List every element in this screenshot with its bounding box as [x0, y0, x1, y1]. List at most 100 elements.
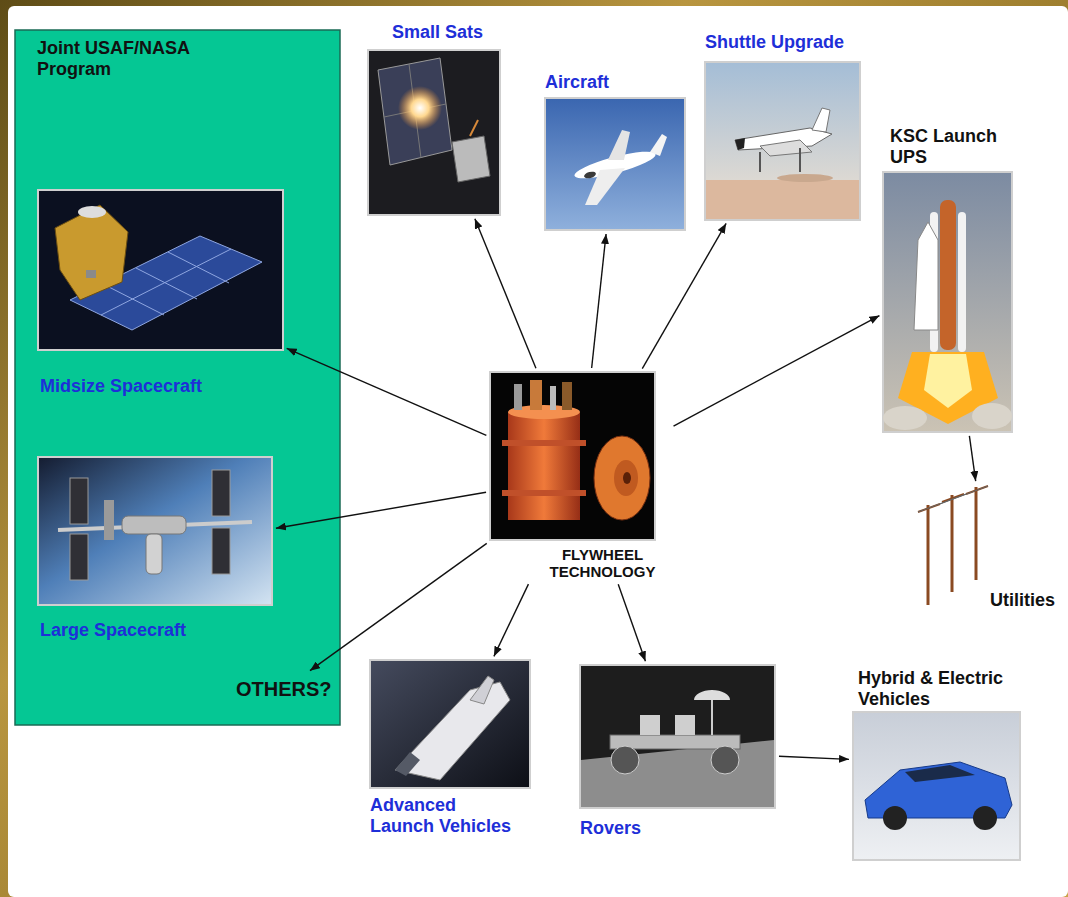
midsize-spacecraft-image [168, 252, 229, 283]
application-node: Shuttle Upgrade [705, 32, 860, 220]
application-node: Aircraft [545, 72, 685, 230]
connector-arrow [969, 436, 975, 481]
rover-image [580, 665, 775, 808]
flywheel-image [623, 472, 631, 484]
launch-vehicle-image [395, 682, 510, 780]
application-node: Small Sats [368, 22, 500, 215]
launch-image [940, 200, 956, 350]
rover-image [675, 715, 695, 735]
connector-arrow [674, 316, 880, 427]
application-node: Large Spacecraft [38, 457, 272, 641]
midsize-spacecraft-image [86, 270, 96, 278]
utility-poles [951, 495, 954, 592]
node-label: Utilities [990, 590, 1055, 611]
large-spacecraft-image [104, 500, 114, 540]
shuttle-image [735, 138, 745, 150]
large-spacecraft-image [212, 470, 230, 516]
application-node: Advanced Launch Vehicles [370, 660, 530, 836]
connector-arrow [494, 584, 529, 656]
midsize-spacecraft-image [136, 268, 197, 299]
node-label: Small Sats [392, 22, 483, 43]
node-label: Large Spacecraft [40, 620, 186, 641]
midsize-spacecraft-image [38, 190, 283, 350]
midsize-spacecraft-image [55, 205, 128, 300]
shuttle-image [760, 140, 812, 156]
flywheel-image [502, 440, 586, 446]
rover-image [640, 715, 660, 735]
aircraft-image [545, 98, 685, 230]
utility-poles [942, 494, 964, 502]
node-label: Rovers [580, 818, 641, 839]
connector-arrow [779, 756, 849, 759]
program-panel: Midsize SpacecraftLarge SpacecraftOTHERS… [15, 30, 340, 725]
small-satellite-image [470, 120, 478, 136]
node-label: Hybrid & Electric Vehicles [858, 668, 1058, 709]
program-panel-fill [15, 30, 340, 725]
launch-vehicle-image [470, 676, 494, 704]
small-satellite-image [378, 58, 452, 165]
flywheel-image [490, 372, 655, 540]
application-node: Rovers [580, 665, 775, 839]
large-spacecraft-image [38, 457, 272, 605]
shuttle-image [777, 174, 833, 182]
small-satellite-image [368, 50, 500, 215]
large-spacecraft-image [146, 534, 162, 574]
car-image [853, 712, 1020, 860]
shuttle-image [705, 62, 860, 220]
small-satellite-image [368, 50, 500, 215]
shuttle-image [759, 152, 761, 172]
aircraft-image [583, 171, 596, 180]
launch-vehicle-image [395, 752, 420, 776]
large-spacecraft-image [70, 478, 88, 524]
page-ground [8, 6, 1068, 897]
rover-image [611, 746, 639, 774]
launch-vehicle-image [370, 660, 530, 788]
car-image [973, 806, 997, 830]
shuttle-image [706, 180, 859, 219]
launch-image [914, 222, 938, 330]
launch-image [883, 172, 1012, 432]
rover-image [580, 665, 775, 808]
midsize-spacecraft-image [78, 206, 106, 218]
shuttle-image [705, 62, 860, 220]
node-label: OTHERS? [236, 678, 332, 701]
flywheel-image [594, 436, 650, 520]
flywheel-image [502, 490, 586, 496]
car-image [883, 806, 907, 830]
hub-label: FLYWHEEL TECHNOLOGY [535, 546, 670, 581]
utility-poles [975, 487, 978, 580]
shuttle-image [812, 108, 830, 132]
aircraft-image [608, 130, 630, 160]
launch-image [958, 212, 966, 352]
rover-image [711, 746, 739, 774]
application-node: Midsize Spacecraft [38, 190, 283, 397]
utility-poles [918, 486, 988, 605]
midsize-spacecraft-image [103, 284, 164, 315]
launch-image [972, 403, 1012, 429]
connector-arrow [287, 348, 487, 435]
flywheel-image [508, 412, 580, 520]
connector-arrow [592, 234, 606, 368]
rover-image [581, 740, 774, 807]
rover-image [711, 700, 713, 735]
flywheel-image [530, 380, 542, 410]
rover-image [694, 690, 730, 700]
application-node: KSC Launch UPS [883, 126, 1012, 432]
node-label: KSC Launch UPS [890, 126, 1010, 167]
open-node: OTHERS? [231, 673, 337, 706]
node-label: Aircraft [545, 72, 609, 93]
panel-heading: Joint USAF/NASA Program [37, 38, 217, 79]
small-satellite-image [398, 86, 442, 130]
midsize-spacecraft-image [38, 190, 283, 350]
flywheel-image [550, 386, 556, 410]
connector-arrow [618, 584, 645, 661]
launch-image [883, 172, 1012, 432]
aircraft-image [545, 98, 685, 230]
node-label: Midsize Spacecraft [40, 376, 202, 397]
node-label: Advanced Launch Vehicles [370, 795, 518, 836]
connector-arrow [310, 543, 487, 670]
launch-vehicle-image [370, 660, 530, 788]
flywheel-image [514, 384, 522, 410]
launch-image [883, 406, 927, 430]
application-node: Hybrid & Electric Vehicles [853, 668, 1058, 860]
